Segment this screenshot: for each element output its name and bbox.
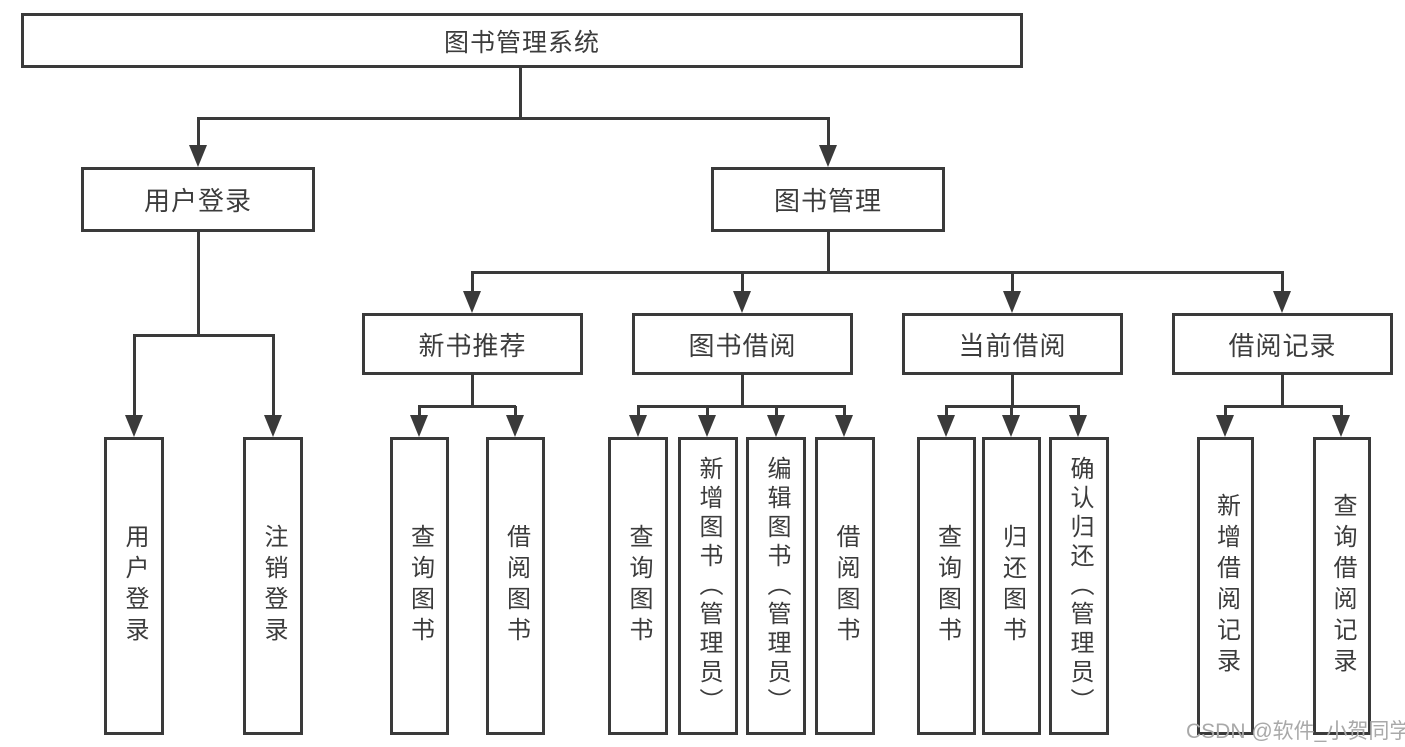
node-book-borrow: 图书借阅: [632, 313, 853, 375]
connector-line: [1224, 405, 1343, 408]
connector-line: [775, 406, 778, 420]
connector-line: [827, 230, 830, 273]
node-label: 借阅记录: [1228, 330, 1337, 361]
connector-line: [1010, 406, 1013, 420]
connector-line: [741, 373, 744, 407]
node-label: 用户登录: [143, 186, 252, 216]
node-label: 图书借阅: [688, 330, 797, 361]
connector-line: [418, 406, 421, 420]
arrow-down-icon: [463, 291, 481, 313]
connector-line: [471, 373, 474, 407]
arrow-down-icon: [1273, 291, 1291, 313]
node-label: 借阅图书: [832, 524, 859, 648]
connector-line: [133, 335, 136, 420]
node-label: 图书管理: [773, 186, 882, 216]
arrow-down-icon: [698, 415, 716, 437]
leaf-return-books: 归还图书: [982, 437, 1041, 735]
node-library-system: 图书管理系统: [21, 13, 1023, 68]
arrow-down-icon: [1002, 415, 1020, 437]
arrow-down-icon: [767, 415, 785, 437]
leaf-add-borrow-record: 新增借阅记录: [1197, 437, 1254, 735]
arrow-down-icon: [733, 291, 751, 313]
node-label: 注销登录: [260, 524, 287, 648]
connector-line: [1340, 406, 1343, 420]
leaf-edit-books-admin: 编辑图书（管理员）: [746, 437, 806, 735]
connector-line: [471, 271, 1284, 274]
node-label: 查询图书: [933, 524, 961, 648]
arrow-down-icon: [819, 145, 837, 167]
node-label: 查询图书: [406, 524, 434, 648]
node-label: 新增借阅记录: [1212, 493, 1240, 679]
csdn-watermark: CSDN @软件_小贺同学: [1186, 720, 1405, 743]
leaf-query-books-current: 查询图书: [917, 437, 976, 735]
arrow-down-icon: [937, 415, 955, 437]
connector-line: [1011, 373, 1014, 407]
arrow-down-icon: [629, 415, 647, 437]
node-label: 编辑图书（管理员）: [763, 455, 790, 717]
node-label: 确认归还（管理员）: [1066, 455, 1093, 717]
connector-line: [843, 406, 846, 420]
node-label: 归还图书: [998, 524, 1026, 648]
leaf-query-books-borrow: 查询图书: [608, 437, 668, 735]
arrow-down-icon: [189, 145, 207, 167]
node-new-book-recommend: 新书推荐: [362, 313, 583, 375]
connector-line: [133, 334, 275, 337]
connector-line: [197, 117, 830, 120]
arrow-down-icon: [1003, 291, 1021, 313]
node-label: 新增图书（管理员）: [695, 455, 722, 717]
node-label: 查询借阅记录: [1329, 493, 1356, 679]
connector-line: [827, 118, 830, 150]
leaf-borrow-books: 借阅图书: [815, 437, 875, 735]
arrow-down-icon: [1069, 415, 1087, 437]
arrow-down-icon: [1216, 415, 1234, 437]
node-label: 借阅图书: [502, 524, 530, 648]
connector-line: [272, 335, 275, 420]
node-borrow-record: 借阅记录: [1172, 313, 1393, 375]
node-book-management: 图书管理: [711, 167, 945, 232]
connector-line: [1281, 272, 1284, 296]
connector-line: [1224, 406, 1227, 420]
connector-line: [519, 66, 522, 119]
arrow-down-icon: [835, 415, 853, 437]
arrow-down-icon: [506, 415, 524, 437]
connector-line: [471, 272, 474, 296]
connector-line: [637, 405, 846, 408]
connector-line: [945, 406, 948, 420]
arrow-down-icon: [410, 415, 428, 437]
node-label: 查询图书: [625, 524, 652, 648]
connector-line: [706, 406, 709, 420]
leaf-user-login: 用户登录: [104, 437, 164, 735]
connector-line: [1281, 373, 1284, 407]
connector-line: [514, 406, 517, 420]
arrow-down-icon: [1332, 415, 1350, 437]
connector-line: [1011, 272, 1014, 296]
leaf-logout: 注销登录: [243, 437, 303, 735]
leaf-borrow-books-recommend: 借阅图书: [486, 437, 545, 735]
node-label: 用户登录: [121, 524, 148, 648]
connector-line: [1077, 406, 1080, 420]
connector-line: [197, 230, 200, 336]
node-current-borrow: 当前借阅: [902, 313, 1123, 375]
leaf-query-borrow-record: 查询借阅记录: [1313, 437, 1371, 735]
node-label: 当前借阅: [958, 330, 1067, 361]
connector-line: [741, 272, 744, 296]
arrow-down-icon: [125, 415, 143, 437]
leaf-add-books-admin: 新增图书（管理员）: [678, 437, 738, 735]
leaf-query-books-recommend: 查询图书: [390, 437, 449, 735]
connector-line: [418, 405, 516, 408]
node-user-login: 用户登录: [81, 167, 315, 232]
connector-line: [637, 406, 640, 420]
node-label: 新书推荐: [418, 330, 527, 361]
node-label: 图书管理系统: [443, 28, 600, 57]
arrow-down-icon: [264, 415, 282, 437]
connector-line: [197, 118, 200, 150]
leaf-confirm-return-admin: 确认归还（管理员）: [1049, 437, 1109, 735]
